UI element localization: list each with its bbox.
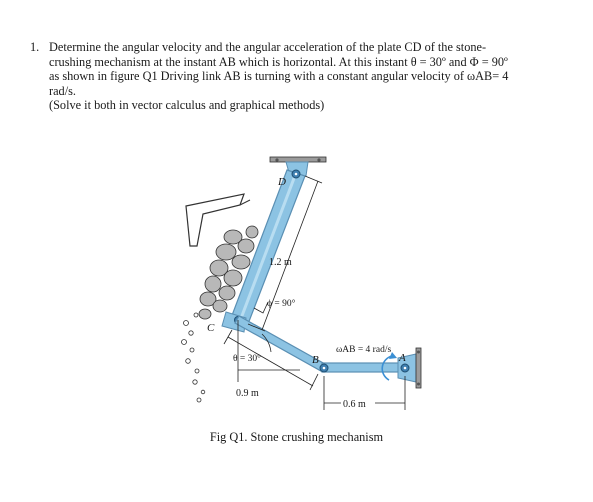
question-number: 1. xyxy=(30,40,40,54)
label-theta: θ = 30° xyxy=(233,353,261,364)
plate-cd-shade xyxy=(238,172,298,322)
question-line: rad/s. xyxy=(49,83,76,98)
label-length-09: 0.9 m xyxy=(236,388,259,399)
label-c: C xyxy=(207,322,215,334)
question-line: Determine the angular velocity and the a… xyxy=(49,40,487,54)
question-row: 1. Determine the angular velocity and th… xyxy=(30,40,578,113)
label-phi: ϕ = 90° xyxy=(267,298,296,309)
dim-ab xyxy=(323,376,406,410)
question-text: Determine the angular velocity and the a… xyxy=(49,40,578,113)
omega-arrow-head xyxy=(389,352,397,359)
dim-cb xyxy=(223,329,319,391)
hopper-edge xyxy=(239,199,251,206)
hopper-wall xyxy=(185,193,245,247)
link-ab xyxy=(321,362,405,373)
stones xyxy=(198,225,259,320)
theta-marker xyxy=(237,320,300,382)
label-omega: ωAB = 4 rad/s xyxy=(336,345,391,355)
label-length-06: 0.6 m xyxy=(343,399,366,410)
right-support-plate xyxy=(415,347,422,389)
question-line: as shown in figure Q1 Driving link AB is… xyxy=(49,69,509,84)
label-b: B xyxy=(312,354,319,366)
pebbles xyxy=(181,312,206,403)
omega-arrow xyxy=(381,355,393,381)
label-d: D xyxy=(277,176,286,188)
question-block: 1. Determine the angular velocity and th… xyxy=(30,40,578,113)
dim-cd xyxy=(247,175,323,332)
top-support-bolts xyxy=(275,158,321,162)
label-length-cd: 1.2 m xyxy=(269,257,292,268)
phi-marker xyxy=(253,301,269,314)
question-note: (Solve it both in vector calculus and gr… xyxy=(49,98,325,113)
right-support-bolts xyxy=(417,350,420,386)
question-line: crushing mechanism at the instant AB whi… xyxy=(49,54,508,69)
label-a: A xyxy=(398,352,406,364)
figure-caption: Fig Q1. Stone crushing mechanism xyxy=(209,430,384,444)
